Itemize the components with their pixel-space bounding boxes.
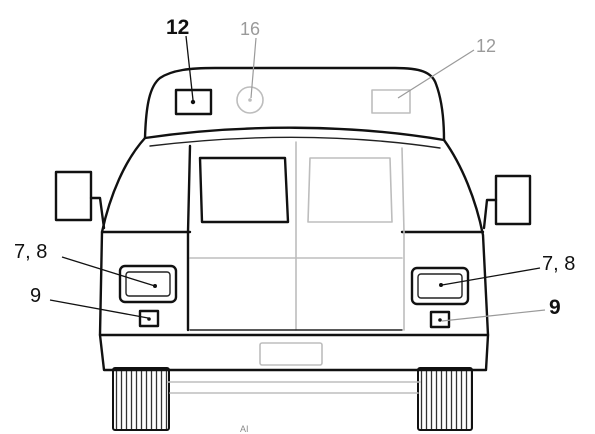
reflector-right [429,310,451,329]
right-window [307,157,393,223]
left-mirror-arm [89,196,106,230]
roof-center-lamp-dot [248,98,252,102]
callout-roof-marker-right: 12 [476,36,496,56]
callout-roof-center-lamp: 16 [240,19,260,39]
reflector-left-dot [147,317,151,321]
leader-reflector-left [49,299,149,319]
leader-tail-lamp-right [441,267,541,286]
tail-lamp-right-dot [439,283,443,287]
bumper [98,333,490,372]
roof-base-line [143,126,446,142]
body-left-side [98,136,147,337]
callout-roof-marker-left: 12 [166,16,189,39]
callout-tail-lamp-right: 7, 8 [542,253,575,275]
right-tire [417,367,473,431]
tail-lamp-left [118,264,178,304]
right-mirror [494,174,532,226]
tail-lamp-right-lens [417,273,463,299]
tail-lamp-right [410,266,470,306]
roof-lower-line [149,136,441,149]
roof-marker-right [371,89,411,114]
reflector-right-dot [438,318,442,322]
callout-reflector-right: 9 [549,296,561,319]
left-door-edge [186,144,192,332]
footer-mark: AI [240,424,249,434]
right-door-edge [401,147,405,331]
roof-cab [143,66,446,142]
leader-roof-center-lamp [250,37,257,99]
license-plate [259,342,323,366]
tail-lamp-left-lens [125,271,171,297]
left-tire [112,367,170,431]
callout-tail-lamp-left: 7, 8 [14,241,47,263]
reflector-left [138,309,160,328]
body-right-side [442,138,490,337]
roof-center-lamp [236,86,264,114]
callout-reflector-left: 9 [30,285,41,307]
leader-roof-marker-right [397,49,475,99]
leader-roof-marker-left [185,35,194,101]
roof-marker-left [174,88,213,116]
right-mirror-arm [482,198,498,230]
left-mirror [54,170,93,222]
roof-marker-left-dot [190,99,196,105]
leader-reflector-right [441,309,546,322]
leader-tail-lamp-left [61,256,156,287]
left-window [198,156,290,224]
